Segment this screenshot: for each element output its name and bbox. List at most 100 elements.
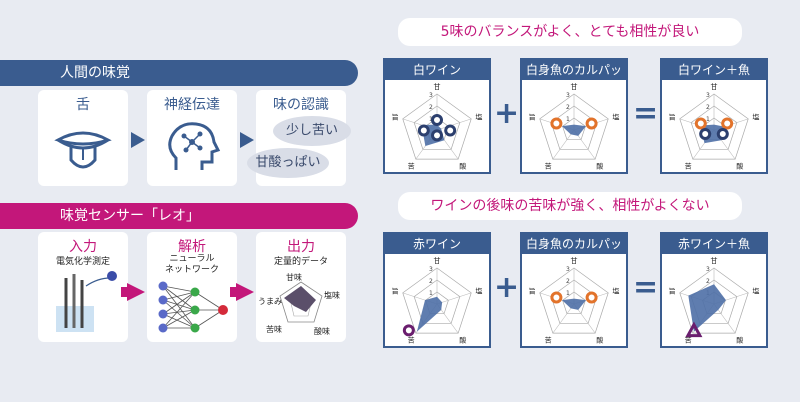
radar-axis-label: 甘: [711, 82, 718, 91]
radar-spoke: [436, 292, 472, 305]
radar-axis-label: 苦: [545, 162, 552, 171]
radar-tick-label: 2: [429, 278, 433, 285]
radar-axis-label: 塩: [752, 286, 759, 295]
sweet-sour-cloud: 甘酸っぱい: [247, 148, 329, 178]
arrow-stem: [230, 287, 238, 297]
radar-tick-label: 2: [706, 104, 710, 111]
radar-marker: [716, 128, 729, 140]
radar-axis-label: 甘: [434, 256, 441, 265]
radar-marker: [431, 114, 443, 126]
brain-head-icon: [168, 122, 221, 170]
radar-grid-ring: [562, 291, 586, 315]
radar-marker: [444, 124, 457, 137]
radar-axis-label: 酸: [596, 336, 603, 345]
output-title: 出力: [287, 239, 315, 255]
radar-axis-label: 塩: [612, 112, 619, 121]
radar-grid-ring: [690, 105, 738, 150]
radar-marker: [431, 129, 443, 142]
recognition-label: 味の認識: [273, 97, 329, 113]
bitter-cloud: 少し苦い: [273, 116, 351, 146]
radar-axis-label: 酸: [736, 162, 743, 171]
radar-axis-label: 旨: [392, 287, 399, 295]
radar-tick-label: 3: [429, 92, 433, 99]
radar-panel-title: 赤ワイン＋魚: [662, 234, 766, 254]
radar-axis-label: 塩: [612, 286, 619, 295]
radar-axis-label: 塩: [475, 286, 482, 295]
radar-axis-label: 甘: [434, 82, 441, 91]
electrode-icon: [56, 271, 117, 332]
output-axis-bitter: 苦味: [266, 325, 282, 334]
radar-axis-label: 酸: [459, 336, 466, 345]
radar-marker: [685, 321, 703, 338]
arrow-right-icon: [127, 283, 145, 301]
radar-tick-label: 3: [429, 266, 433, 273]
radar-panel-title: 白ワイン: [385, 60, 489, 80]
radar-series-area: [688, 284, 726, 332]
radar-grid-ring: [413, 105, 461, 150]
radar-tick-label: 1: [429, 290, 433, 297]
radar-marker: [417, 124, 430, 137]
radar-panel-title: 白ワイン＋魚: [662, 60, 766, 80]
radar-tick-label: 3: [706, 266, 710, 273]
radar-marker: [402, 324, 415, 337]
radar-marker: [550, 117, 563, 130]
radar-axis-label: 酸: [459, 162, 466, 171]
radar-tick-label: 3: [706, 92, 710, 99]
radar-grid-ring: [402, 93, 472, 160]
radar-axis-label: 旨: [669, 287, 676, 295]
radar-marker: [721, 117, 734, 130]
headline-top: 5味のバランスがよく、とても相性が良い: [398, 18, 742, 46]
radar-axis-label: 旨: [529, 113, 536, 121]
input-card: 入力 電気化学測定: [38, 232, 128, 342]
radar-series-area: [562, 298, 586, 310]
radar-panel-title: 白身魚のカルパッチョ: [522, 60, 626, 97]
radar-series-area: [562, 124, 586, 136]
radar-tick-label: 2: [566, 278, 570, 285]
radar-tick-label: 2: [566, 104, 570, 111]
radar-marker: [694, 117, 707, 130]
radar-tick-label: 1: [429, 116, 433, 123]
radar-grid-ring: [402, 267, 472, 334]
analysis-card: 解析 ニューラル ネットワーク: [147, 232, 237, 342]
bitter-cloud-text: 少し苦い: [285, 123, 338, 138]
radar-spoke: [436, 118, 472, 131]
radar-tick-label: 1: [566, 290, 570, 297]
tongue-card: 舌: [38, 90, 128, 186]
radar-axis-label: 旨: [392, 113, 399, 121]
radar-grid-ring: [539, 267, 609, 334]
radar-spoke: [552, 129, 575, 160]
equals-operator: =: [633, 96, 659, 131]
nerve-label: 神経伝達: [164, 97, 220, 113]
headline-bottom: ワインの後味の苦味が強く、相性がよくない: [398, 192, 742, 220]
output-sub: 定量的データ: [273, 257, 328, 267]
radar-grid-ring: [562, 117, 586, 141]
sweet-sour-cloud-text: 甘酸っぱい: [255, 155, 321, 170]
radar-axis-label: 苦: [408, 336, 415, 345]
radar-spoke: [552, 303, 575, 334]
output-axis-salty: 塩味: [324, 291, 340, 300]
radar-grid-ring: [413, 279, 461, 324]
output-card: 出力 定量的データ 甘味 塩味 酸味 苦味 うまみ: [256, 232, 346, 342]
plus-operator: +: [494, 96, 520, 131]
radar-grid-ring: [679, 93, 749, 160]
radar-marker: [585, 291, 598, 304]
radar-series-area: [416, 296, 443, 332]
radar-axis-label: 旨: [669, 113, 676, 121]
neural-network-icon: [158, 281, 228, 333]
radar-grid-ring: [679, 267, 749, 334]
radar-grid-ring: [539, 93, 609, 160]
radar-axis-label: 塩: [752, 112, 759, 121]
radar-axis-label: 苦: [685, 162, 692, 171]
input-sub: 電気化学測定: [55, 257, 110, 267]
output-axis-sweet: 甘味: [286, 273, 302, 282]
analysis-title: 解析: [178, 239, 206, 255]
arrow-right-icon: [131, 132, 145, 148]
